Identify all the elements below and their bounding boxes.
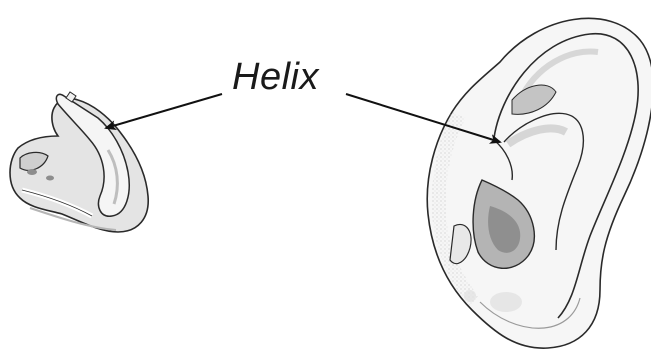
helix-label: Helix <box>232 56 319 98</box>
earmold-icon <box>9 91 149 233</box>
arrow-to-ear-helix <box>345 93 502 144</box>
arrow-to-earmold-helix <box>104 93 223 130</box>
ear-icon <box>426 17 651 349</box>
